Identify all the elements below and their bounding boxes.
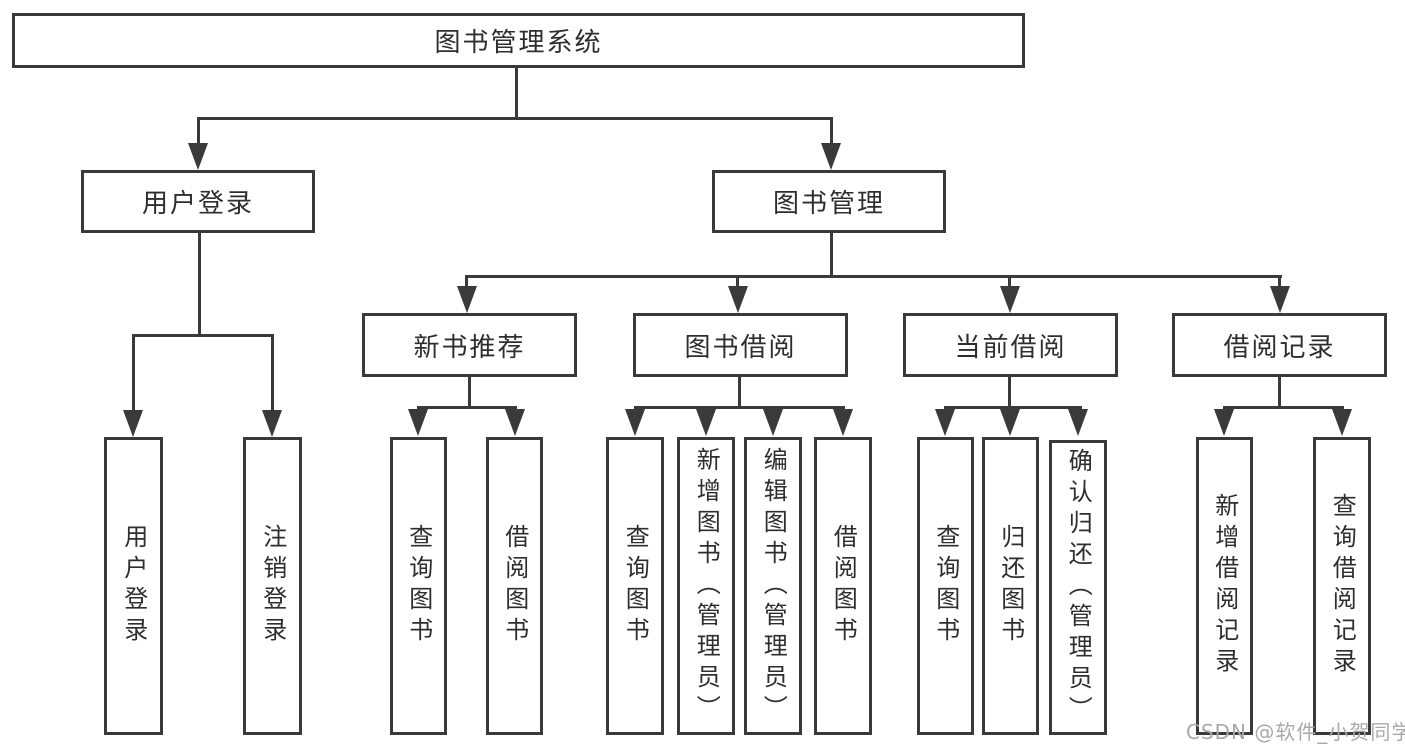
leaf-bookborrow-query: 查询图书 — [606, 437, 664, 735]
connector-borrowrecords-stem — [1278, 377, 1281, 409]
leaf-bookborrow-borrow-label: 借阅图书 — [829, 524, 858, 648]
arrowhead-current-borrow — [1000, 286, 1020, 313]
node-user-login-label: 用户登录 — [141, 189, 254, 219]
connector-currentborrow-bar — [944, 406, 1082, 409]
node-book-mgmt-label: 图书管理 — [772, 189, 885, 219]
leaf-borrowrecords-query-label: 查询借阅记录 — [1328, 493, 1357, 679]
leaf-bookborrow-edit-admin-label: 编辑图书（管理员） — [759, 446, 788, 726]
leaf-user-login: 用户登录 — [104, 437, 163, 735]
leaf-bookborrow-borrow: 借阅图书 — [814, 437, 872, 735]
arrowhead-bookborrow-leaf-2 — [696, 409, 716, 436]
arrowhead-borrowrecords-leaf-1 — [1214, 409, 1234, 436]
arrowhead-newbooks-leaf-1 — [408, 409, 428, 436]
connector-bookborrow-stem — [738, 377, 741, 409]
node-book-mgmt: 图书管理 — [712, 170, 946, 233]
leaf-bookborrow-add-admin-label: 新增图书（管理员） — [692, 446, 721, 726]
csdn-watermark: CSDN @软件_小贺同学 — [1186, 720, 1405, 744]
connector-currentborrow-stem — [1008, 377, 1011, 409]
node-user-login: 用户登录 — [81, 170, 315, 233]
connector-root-drop-left — [197, 117, 200, 145]
arrowhead-bookborrow-leaf-1 — [625, 409, 645, 436]
connector-bookmgmt-bar — [466, 275, 1282, 278]
connector-bookmgmt-drop-3 — [1008, 275, 1011, 289]
leaf-bookborrow-add-admin: 新增图书（管理员） — [677, 437, 735, 735]
node-book-borrow-label: 图书借阅 — [684, 332, 797, 363]
connector-userlogin-stem — [198, 233, 201, 337]
leaf-newbooks-borrow-label: 借阅图书 — [500, 524, 529, 648]
arrowhead-borrowrecords-leaf-2 — [1332, 409, 1352, 436]
leaf-user-login-label: 用户登录 — [119, 524, 148, 648]
node-current-borrow: 当前借阅 — [903, 313, 1118, 377]
leaf-borrowrecords-query: 查询借阅记录 — [1313, 437, 1371, 735]
arrowhead-bookborrow-leaf-3 — [763, 409, 783, 436]
leaf-currentborrow-confirm-admin: 确认归还（管理员） — [1049, 440, 1107, 735]
arrowhead-bookborrow-leaf-4 — [833, 409, 853, 436]
connector-root-bar — [197, 117, 833, 120]
arrowhead-currentborrow-leaf-3 — [1068, 409, 1088, 436]
connector-newbooks-stem — [468, 377, 471, 409]
connector-userlogin-bar — [132, 334, 274, 337]
connector-bookborrow-bar — [634, 406, 845, 409]
node-new-books-label: 新书推荐 — [413, 332, 526, 363]
leaf-bookborrow-query-label: 查询图书 — [621, 524, 650, 648]
arrowhead-login — [123, 410, 143, 437]
arrowhead-book-mgmt — [821, 143, 841, 170]
leaf-currentborrow-confirm-admin-label: 确认归还（管理员） — [1064, 448, 1093, 727]
arrowhead-user-login — [188, 143, 208, 170]
leaf-currentborrow-return: 归还图书 — [982, 437, 1039, 735]
arrowhead-newbooks-leaf-2 — [505, 409, 525, 436]
arrowhead-currentborrow-leaf-2 — [1000, 409, 1020, 436]
connector-userlogin-drop-2 — [271, 334, 274, 412]
connector-bookmgmt-drop-2 — [736, 275, 739, 289]
arrowhead-currentborrow-leaf-1 — [935, 409, 955, 436]
leaf-newbooks-query-label: 查询图书 — [404, 524, 433, 648]
leaf-bookborrow-edit-admin: 编辑图书（管理员） — [744, 437, 802, 735]
connector-bookmgmt-drop-4 — [1278, 275, 1281, 289]
connector-bookmgmt-stem — [830, 233, 833, 278]
arrowhead-borrow-records — [1270, 286, 1290, 313]
connector-newbooks-bar — [417, 406, 517, 409]
node-new-books: 新书推荐 — [362, 313, 577, 377]
connector-userlogin-drop-1 — [132, 334, 135, 412]
leaf-newbooks-borrow: 借阅图书 — [486, 437, 543, 735]
leaf-currentborrow-return-label: 归还图书 — [996, 524, 1025, 648]
leaf-newbooks-query: 查询图书 — [390, 437, 447, 735]
node-borrow-records-label: 借阅记录 — [1223, 332, 1336, 363]
node-root-label: 图书管理系统 — [434, 28, 603, 58]
connector-bookmgmt-drop-1 — [465, 275, 468, 289]
leaf-borrowrecords-add: 新增借阅记录 — [1196, 437, 1253, 735]
node-borrow-records: 借阅记录 — [1172, 313, 1387, 377]
leaf-logout-label: 注销登录 — [258, 524, 287, 648]
node-current-borrow-label: 当前借阅 — [954, 332, 1067, 363]
leaf-borrowrecords-add-label: 新增借阅记录 — [1210, 493, 1239, 679]
leaf-currentborrow-query-label: 查询图书 — [931, 524, 960, 648]
arrowhead-new-books — [457, 286, 477, 313]
connector-root-drop-right — [830, 117, 833, 145]
node-book-borrow: 图书借阅 — [633, 313, 848, 377]
connector-root-stem — [515, 68, 518, 118]
connector-borrowrecords-bar — [1223, 406, 1344, 409]
arrowhead-logout — [262, 410, 282, 437]
arrowhead-book-borrow — [728, 286, 748, 313]
leaf-logout: 注销登录 — [243, 437, 302, 735]
leaf-currentborrow-query: 查询图书 — [917, 437, 974, 735]
node-root: 图书管理系统 — [12, 13, 1025, 68]
